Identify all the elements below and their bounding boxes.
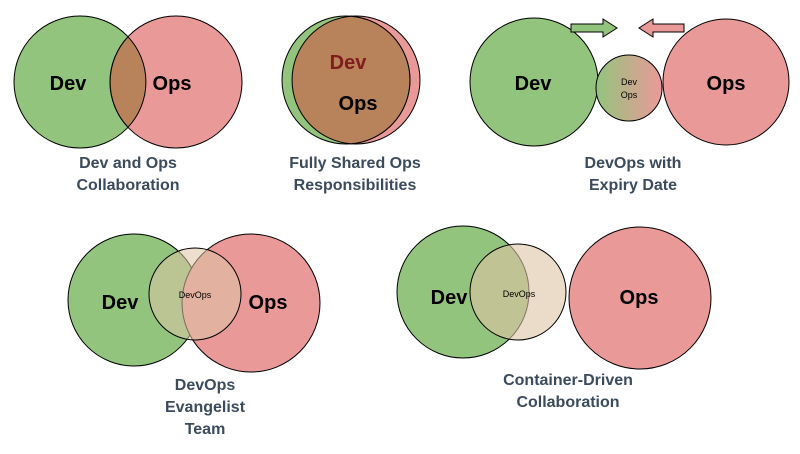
ops-label: Ops <box>707 73 746 95</box>
overlap-region <box>291 15 411 145</box>
caption-container: Container-Driven Collaboration <box>503 372 633 411</box>
expiry-venn: Dev Ops Dev Ops <box>469 17 790 147</box>
ops-circle <box>568 226 712 370</box>
collab-venn: Dev Ops <box>13 15 243 149</box>
caption-evangelist: DevOps Evangelist Team <box>164 377 246 438</box>
devops-circle <box>595 54 663 122</box>
evangelist-venn: Dev Ops DevOps <box>67 233 321 373</box>
arrow-left-icon <box>638 18 685 38</box>
ops-label: Ops <box>339 93 378 115</box>
dev-label: Dev <box>102 292 140 314</box>
ops-label: Ops <box>249 292 288 314</box>
ops-label: Ops <box>620 287 659 309</box>
devops-label: DevOps <box>503 289 536 299</box>
caption-shared: Fully Shared Ops Responsibilities <box>289 155 421 194</box>
dev-label: Dev <box>431 287 469 309</box>
overlap-region <box>109 36 147 128</box>
shared-venn: Dev Ops <box>281 15 421 145</box>
devops-circle <box>148 247 242 341</box>
ops-circle <box>662 18 790 146</box>
devops-label: DevOps <box>179 290 212 300</box>
devops-label-line2: Ops <box>621 90 638 100</box>
ops-label: Ops <box>153 73 192 95</box>
dev-label: Dev <box>515 73 553 95</box>
dev-label: Dev <box>50 73 88 95</box>
container-venn: Dev Ops DevOps <box>396 225 712 370</box>
dev-label: Dev <box>330 52 368 74</box>
caption-collab: Dev and Ops Collaboration <box>76 155 180 194</box>
devops-label-line1: Dev <box>621 77 638 87</box>
devops-circle <box>469 243 567 341</box>
arrow-right-icon <box>570 18 618 38</box>
caption-expiry: DevOps with Expiry Date <box>584 155 682 194</box>
